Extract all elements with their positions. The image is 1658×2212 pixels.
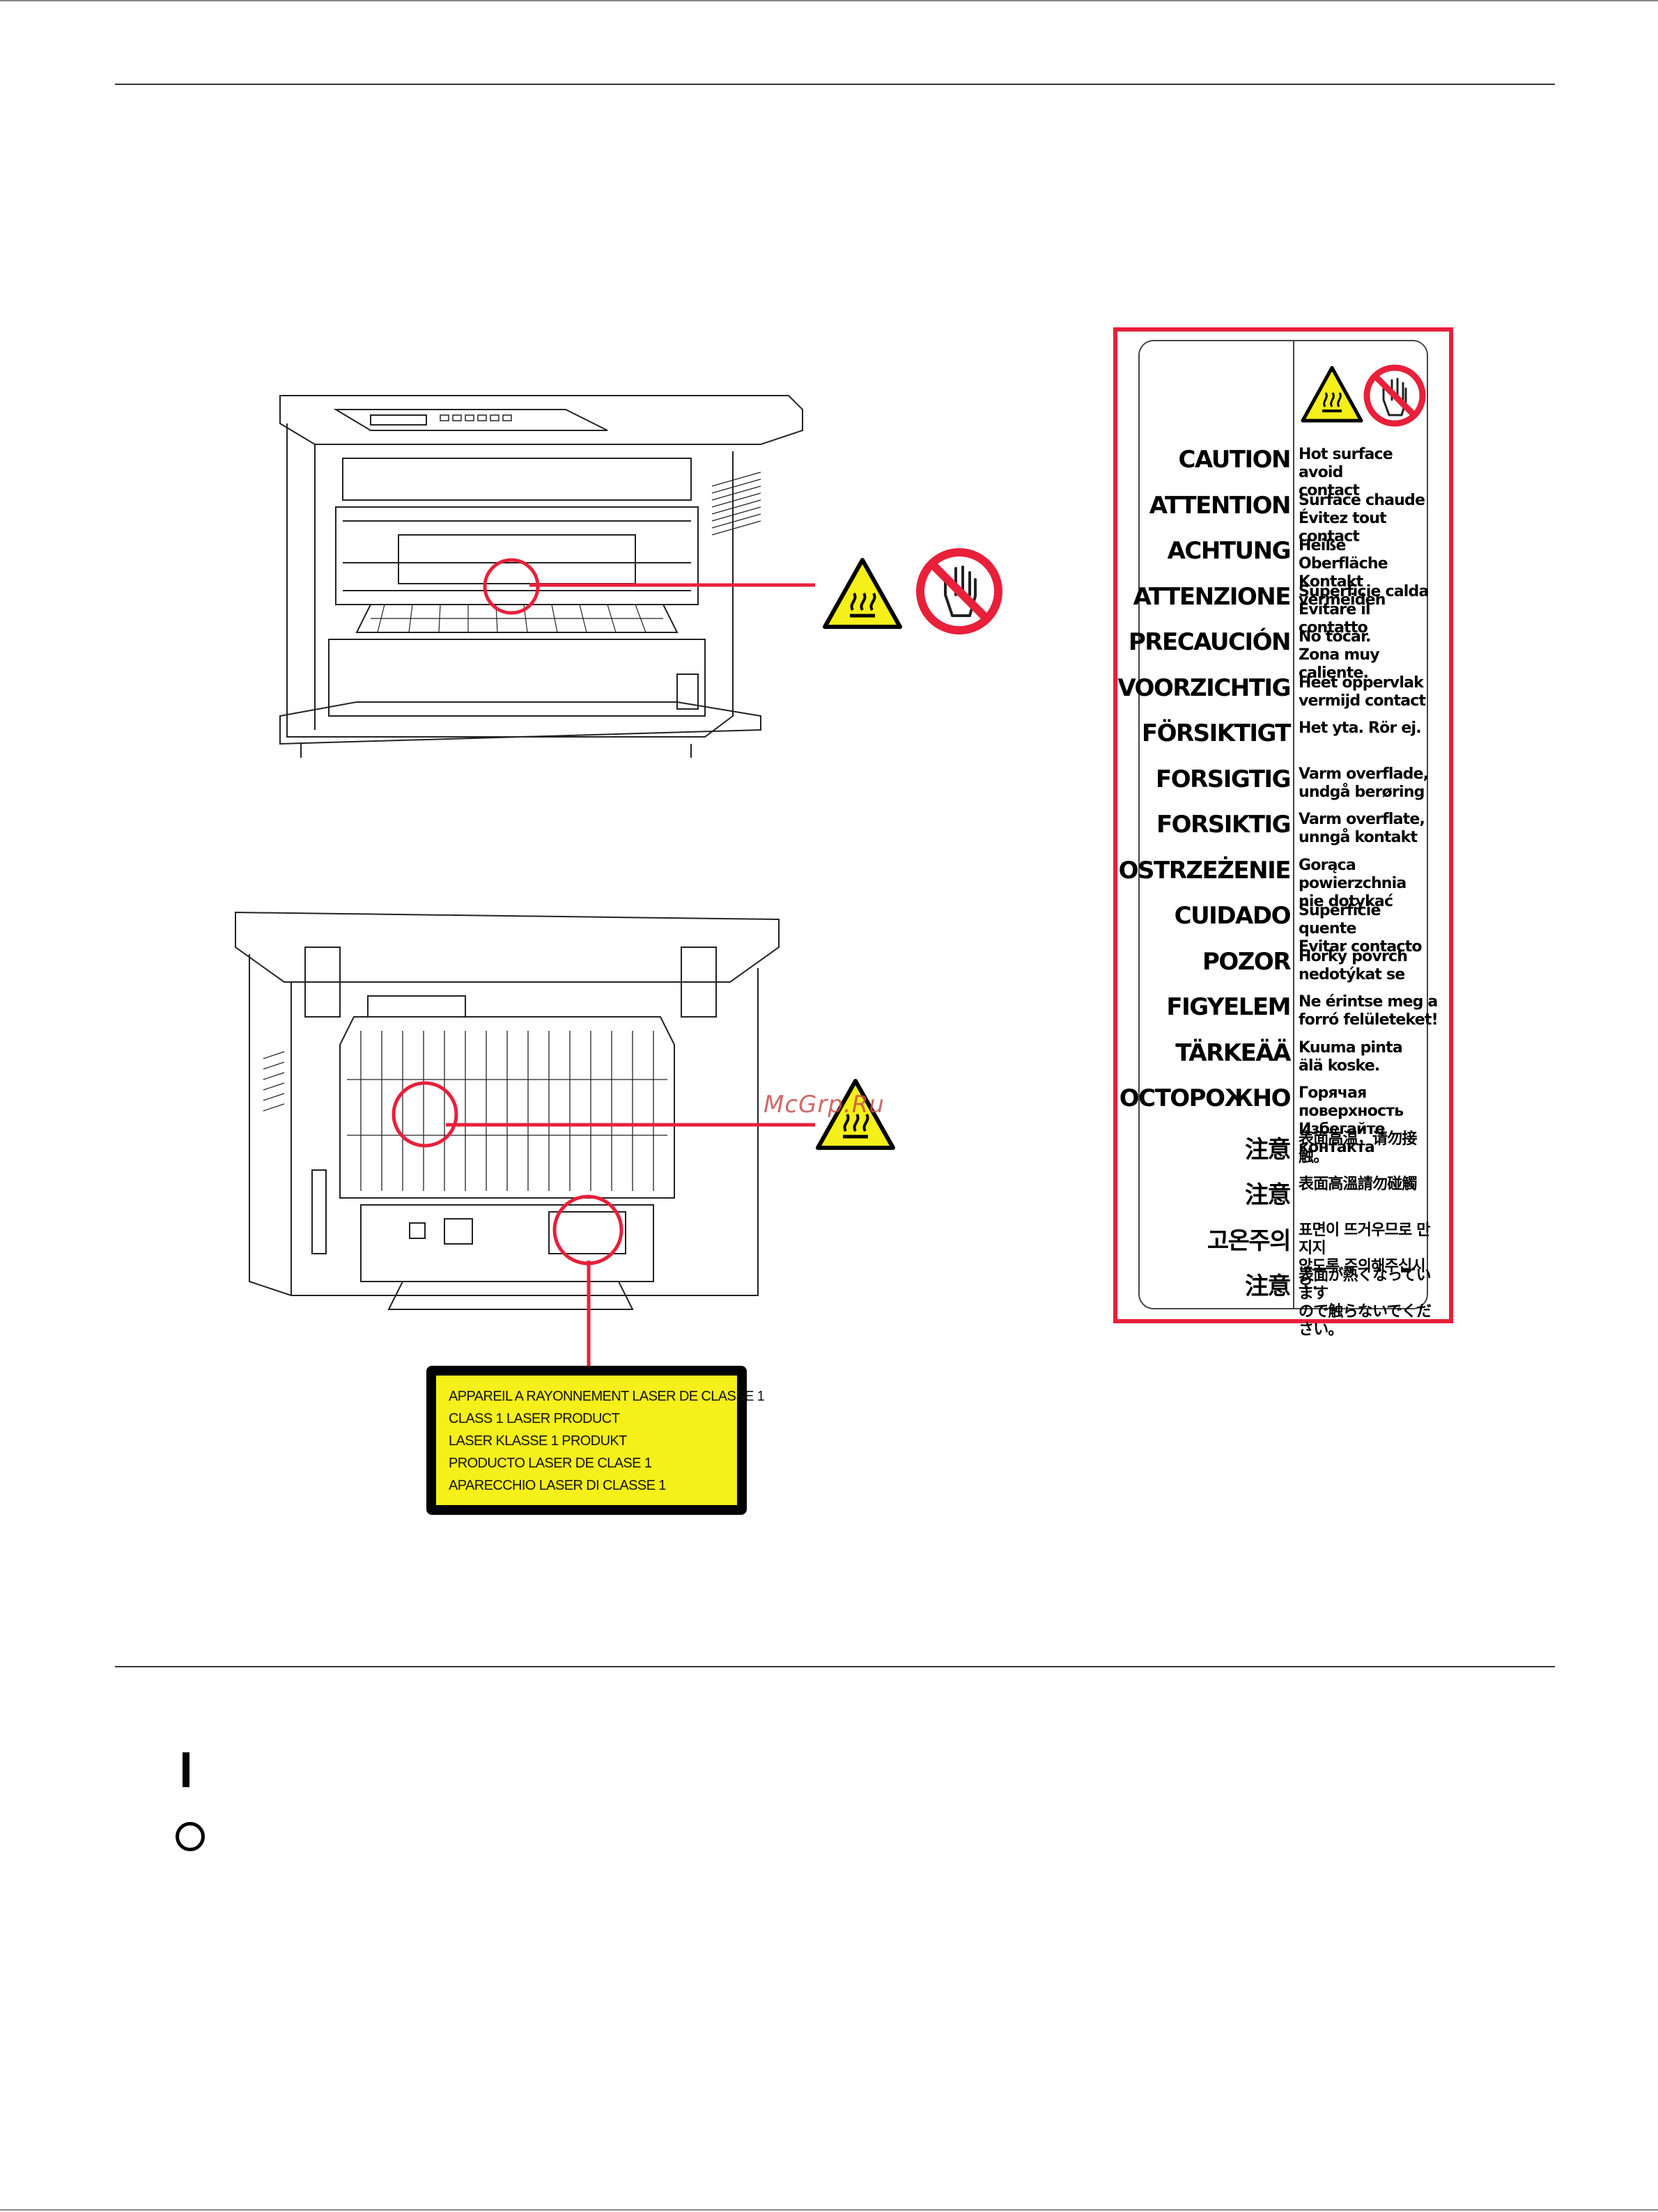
power-off-symbol-icon [176, 1822, 205, 1851]
caution-message: Hot surface avoid contact [1299, 446, 1393, 499]
caution-word: FORSIGTIG [1155, 765, 1292, 793]
hot-surface-icon-small [1301, 366, 1363, 423]
laser-label-line: APARECCHIO LASER DI CLASSE 1 [449, 1478, 666, 1493]
header-rule [115, 84, 1555, 85]
caution-message: No tocar. Zona muy caliente. [1299, 628, 1380, 682]
caution-message: Varm overflade, undgå berøring [1299, 765, 1429, 801]
caution-message: Horký povrch nedotýkat se [1299, 947, 1408, 983]
caution-word: 고온주의 [1207, 1226, 1292, 1255]
laser-label-line: LASER KLASSE 1 PRODUKT [449, 1433, 627, 1449]
caution-message: Heiße Oberfläche Kontakt vermeiden [1299, 537, 1388, 609]
laser-label-line: APPAREIL A RAYONNEMENT LASER DE CLASSE 1 [449, 1389, 765, 1404]
power-on-symbol-icon [183, 1752, 189, 1787]
caution-word: FIGYELEM [1166, 993, 1291, 1021]
caution-label-divider [1293, 341, 1294, 1308]
caution-message: Heet oppervlak vermijd contact [1299, 673, 1426, 710]
caution-word: FORSIKTIG [1156, 811, 1292, 839]
caution-message: Varm overflate, unngå kontakt [1299, 811, 1425, 846]
caution-word: OSTRZEŻENIE [1118, 856, 1292, 885]
laser-class-label: APPAREIL A RAYONNEMENT LASER DE CLASSE 1… [426, 1366, 765, 1515]
caution-word: ACHTUNG [1167, 537, 1292, 565]
watermark: McGrp.Ru [764, 1091, 885, 1119]
caution-word: TÄRKEÄÄ [1175, 1038, 1291, 1067]
caution-message: 表面高温，请勿接触。 [1299, 1130, 1417, 1166]
caution-message: Горячая поверхность Избегайте контакта [1299, 1084, 1404, 1156]
laser-label-background [436, 1376, 737, 1505]
caution-word: CUIDADO [1174, 902, 1292, 930]
caution-word: ATTENTION [1149, 491, 1292, 520]
front-callout-line [529, 583, 815, 587]
caution-word: POZOR [1202, 947, 1292, 976]
printer-rear-illustration [235, 911, 780, 1310]
caution-row: VOORZICHTIG Heet oppervlak vermijd contac… [1117, 671, 1430, 717]
caution-word: ATTENZIONE [1133, 582, 1292, 611]
caution-word: FÖRSIKTIGT [1141, 719, 1292, 747]
caution-word: CAUTION [1178, 446, 1291, 474]
hot-surface-icon [823, 558, 902, 629]
caution-message: Het yta. Rör ej. [1299, 719, 1422, 737]
caution-message: Ne érintse meg a forró felületeket! [1299, 993, 1439, 1029]
caution-row: 注意表面高温，请勿接触。 [1140, 1128, 1430, 1174]
caution-word: 注意 [1245, 1272, 1292, 1300]
caution-message: Surface chaude Évitez tout contact [1299, 491, 1425, 545]
do-not-touch-icon [916, 548, 1002, 634]
caution-message: 표면이 뜨거우므로 만지지 않도록 주의해주십시오. [1299, 1221, 1430, 1293]
caution-message: Gorąca powierzchnia nie dotykać [1299, 856, 1407, 910]
caution-word: PRECAUCIÓN [1128, 628, 1292, 656]
caution-row: 注意表面が熱くなっています ので触らないでください。 [1140, 1264, 1432, 1339]
caution-word: 注意 [1245, 1181, 1292, 1209]
caution-message: Superficie calda Evitare il contatto [1299, 582, 1429, 637]
caution-word: 注意 [1245, 1135, 1292, 1164]
caution-message: 表面高溫請勿碰觸 [1299, 1176, 1417, 1193]
caution-message: 表面が熱くなっています ので触らないでください。 [1299, 1267, 1432, 1339]
page-bottom-edge [0, 2209, 1658, 2211]
caution-row: TÄRKEÄÄ Kuuma pinta älä koske. [1140, 1036, 1430, 1082]
page-top-edge [0, 0, 1658, 1]
caution-row: 注意表面高溫請勿碰觸 [1140, 1173, 1430, 1219]
hot-surface-icon-rear [816, 1079, 895, 1150]
laser-label-line: PRODUCTO LASER DE CLASE 1 [449, 1456, 652, 1471]
section-rule [115, 1666, 1555, 1667]
caution-label-signs [1301, 364, 1426, 427]
caution-word: VOORZICHTIG [1117, 673, 1291, 702]
caution-word: ОСТОРОЖНО [1119, 1084, 1292, 1112]
caution-message: Kuuma pinta älä koske. [1299, 1038, 1403, 1075]
printer-front-illustration [279, 395, 803, 758]
caution-row: FÖRSIKTIGT Het yta. Rör ej. [1140, 717, 1430, 763]
do-not-touch-icon-small [1363, 364, 1426, 427]
laser-label-line: CLASS 1 LASER PRODUCT [449, 1411, 620, 1426]
rear-callout-lines [446, 1123, 815, 1369]
caution-row: CAUTION Hot surface avoid contact [1140, 443, 1430, 499]
caution-row: FIGYELEM Ne érintse meg a forró felületek… [1140, 990, 1438, 1036]
caution-message: Superfície quente Evitar contacto [1299, 902, 1422, 956]
